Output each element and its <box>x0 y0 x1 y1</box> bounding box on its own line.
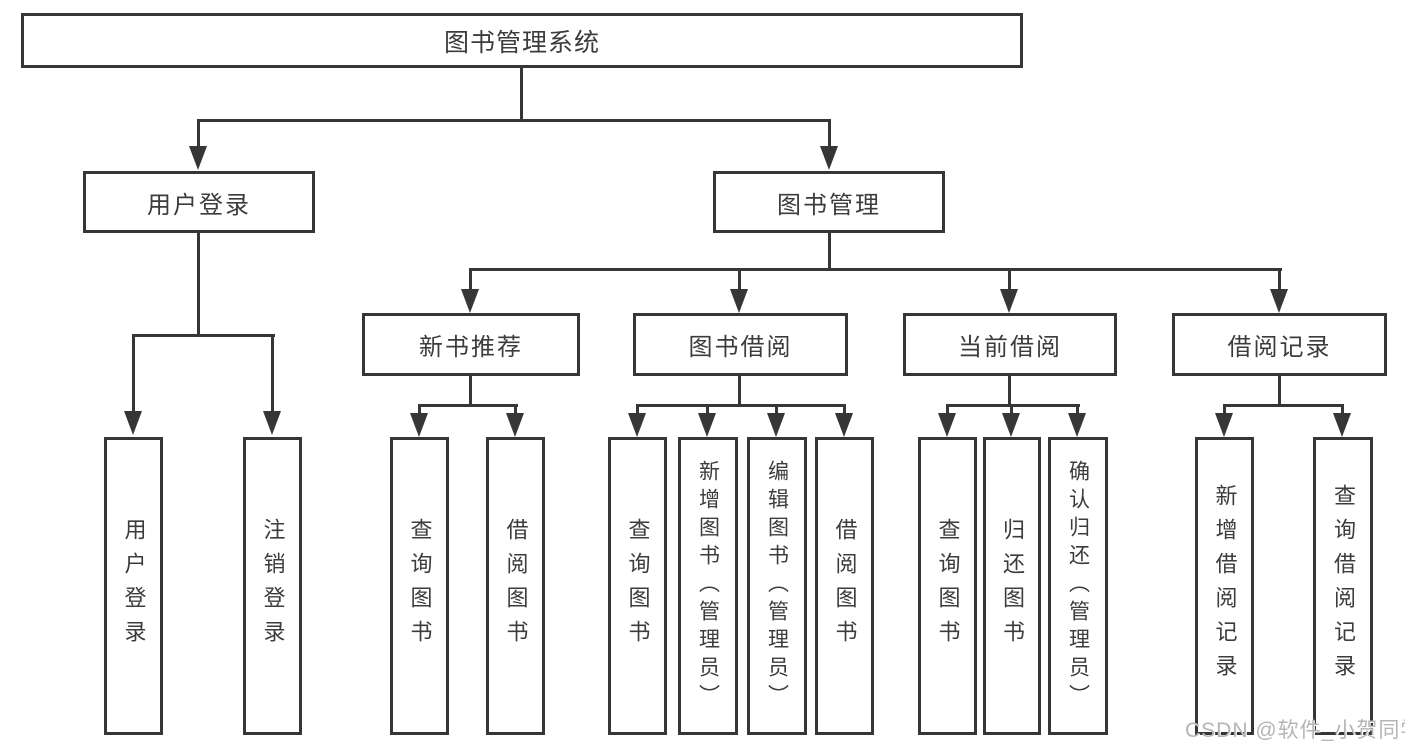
arrowhead-icon <box>820 146 838 170</box>
node-label: 新书推荐 <box>419 334 523 361</box>
leaf-confirm-return-admin: 确认归还（管理员） <box>1048 437 1108 735</box>
connector-line <box>520 66 523 122</box>
arrowhead-icon <box>506 413 524 437</box>
arrowhead-icon <box>124 411 142 435</box>
arrowhead-icon <box>1000 289 1018 313</box>
arrowhead-icon <box>461 289 479 313</box>
connector-line <box>418 404 421 416</box>
leaf-label: 借阅图书 <box>503 518 529 654</box>
connector-line <box>775 404 778 416</box>
connector-line <box>469 268 472 292</box>
connector-line <box>470 268 1282 271</box>
node-label: 用户登录 <box>147 191 251 219</box>
node-label: 图书借阅 <box>688 334 793 361</box>
node-label: 图书管理 <box>777 191 881 219</box>
connector-line <box>637 404 846 407</box>
arrowhead-icon <box>1215 413 1233 437</box>
leaf-label: 注销登录 <box>260 518 286 654</box>
connector-line <box>197 231 200 337</box>
connector-line <box>1223 404 1226 416</box>
connector-line <box>514 404 517 416</box>
arrowhead-icon <box>628 413 646 437</box>
connector-line <box>706 404 709 416</box>
connector-line <box>419 404 518 407</box>
leaf-add-borrow-record: 新增借阅记录 <box>1195 437 1254 735</box>
connector-line <box>828 119 831 149</box>
connector-line <box>738 373 741 407</box>
arrowhead-icon <box>767 413 785 437</box>
connector-line <box>1076 404 1079 416</box>
leaf-label: 查询借阅记录 <box>1331 484 1356 688</box>
leaf-label: 查询图书 <box>407 518 433 654</box>
leaf-query-books-current: 查询图书 <box>918 437 977 735</box>
leaf-borrow-books-recommend: 借阅图书 <box>486 437 545 735</box>
connector-line <box>738 268 741 292</box>
leaf-add-books-admin: 新增图书（管理员） <box>678 437 738 735</box>
arrowhead-icon <box>938 413 956 437</box>
connector-line <box>1278 268 1281 292</box>
connector-line <box>1008 268 1011 292</box>
leaf-return-books: 归还图书 <box>983 437 1041 735</box>
connector-line <box>947 404 1080 407</box>
leaf-edit-books-admin: 编辑图书（管理员） <box>747 437 807 735</box>
arrowhead-icon <box>1333 413 1351 437</box>
leaf-query-books-borrowing: 查询图书 <box>608 437 667 735</box>
arrowhead-icon <box>410 413 428 437</box>
leaf-label: 新增借阅记录 <box>1212 484 1238 688</box>
arrowhead-icon <box>730 289 748 313</box>
node-label: 借阅记录 <box>1227 334 1332 361</box>
arrowhead-icon <box>1270 289 1288 313</box>
leaf-label: 借阅图书 <box>832 518 858 654</box>
connector-line <box>197 119 200 149</box>
arrowhead-icon <box>835 413 853 437</box>
connector-line <box>1224 404 1344 407</box>
leaf-label: 编辑图书（管理员） <box>765 460 789 712</box>
leaf-query-borrow-record: 查询借阅记录 <box>1313 437 1373 735</box>
csdn-watermark: CSDN @软件_小贺同学 <box>1185 719 1405 742</box>
connector-line <box>271 334 274 414</box>
arrowhead-icon <box>189 146 207 170</box>
connector-line <box>133 334 275 337</box>
node-library-management-system: 图书管理系统 <box>21 13 1023 68</box>
connector-line <box>1341 404 1344 416</box>
leaf-label: 归还图书 <box>1000 518 1025 654</box>
leaf-query-books-recommend: 查询图书 <box>390 437 449 735</box>
leaf-label: 确认归还（管理员） <box>1066 460 1090 712</box>
arrowhead-icon <box>698 413 716 437</box>
arrowhead-icon <box>1002 413 1020 437</box>
connector-line <box>198 119 831 122</box>
leaf-label: 新增图书（管理员） <box>696 460 720 712</box>
connector-line <box>469 373 472 407</box>
leaf-label: 用户登录 <box>121 518 147 654</box>
connector-line <box>828 231 831 271</box>
connector-line <box>1010 404 1013 416</box>
connector-line <box>946 404 949 416</box>
arrowhead-icon <box>1068 413 1086 437</box>
leaf-label: 查询图书 <box>625 518 651 654</box>
connector-line <box>636 404 639 416</box>
node-book-borrowing: 图书借阅 <box>633 313 848 376</box>
connector-line <box>132 334 135 414</box>
leaf-logout: 注销登录 <box>243 437 302 735</box>
connector-line <box>1008 373 1011 407</box>
node-book-management: 图书管理 <box>713 171 945 233</box>
arrowhead-icon <box>263 411 281 435</box>
node-borrowing-records: 借阅记录 <box>1172 313 1387 376</box>
connector-line <box>1278 373 1281 407</box>
node-label: 当前借阅 <box>958 334 1062 361</box>
connector-line <box>843 404 846 416</box>
leaf-borrow-books: 借阅图书 <box>815 437 874 735</box>
leaf-label: 查询图书 <box>935 518 961 654</box>
leaf-user-login: 用户登录 <box>104 437 163 735</box>
node-new-book-recommend: 新书推荐 <box>362 313 580 376</box>
node-current-borrowing: 当前借阅 <box>903 313 1117 376</box>
node-label: 图书管理系统 <box>443 28 600 57</box>
node-user-login: 用户登录 <box>83 171 315 233</box>
